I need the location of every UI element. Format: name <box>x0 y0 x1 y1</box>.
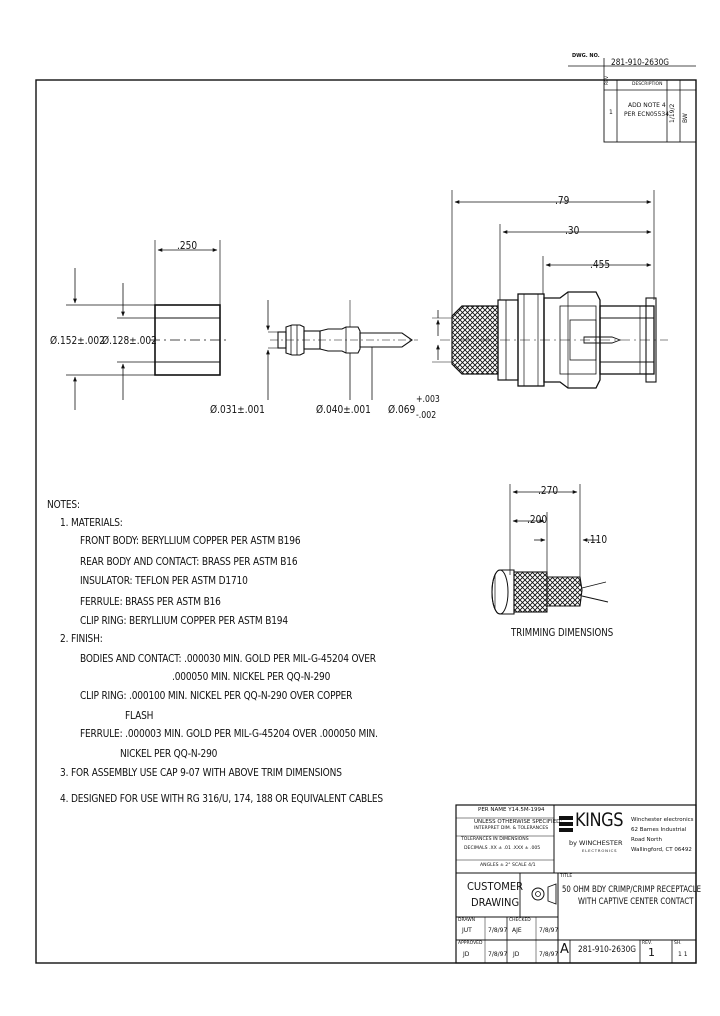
company-logo-sub2: ELECTRONICS <box>582 848 618 853</box>
kings-logo-bar <box>559 828 573 832</box>
tolerance-line: INTERPRET DIM. & TOLERANCES <box>474 826 549 831</box>
note-line: .000050 MIN. NICKEL PER QQ-N-290 <box>172 671 331 683</box>
note-line: CLIP RING: BERYLLIUM COPPER PER ASTM B19… <box>80 615 288 627</box>
dim-length-3: .455 <box>590 258 611 271</box>
company-address-line: Road North <box>631 837 662 843</box>
revision-date: 1/19/2 <box>669 103 676 123</box>
approved-label: APPROVED <box>458 941 483 946</box>
dim-length-2: .30 <box>565 224 580 237</box>
dim-trim-3: .110 <box>587 533 608 546</box>
notes-header: NOTES: <box>47 499 80 511</box>
revision-rev: 1 <box>609 109 613 116</box>
dim-trim-1: .270 <box>538 484 559 497</box>
note-line: INSULATOR: TEFLON PER ASTM D1710 <box>80 575 248 587</box>
trimming-drawing <box>491 484 609 615</box>
drawn-date: 7/8/97 <box>488 927 508 934</box>
approved2-by: JD <box>513 951 520 958</box>
dim-contact-tip: Ø.031±.001 <box>210 403 265 416</box>
note-line: BODIES AND CONTACT: .000030 MIN. GOLD PE… <box>80 653 376 665</box>
tolerance-line: ANGLES ± 2° SCALE 4/1 <box>480 863 536 868</box>
revision-description-line1: ADD NOTE 4 <box>628 102 666 109</box>
company-logo-sub: by WINCHESTER <box>569 839 623 847</box>
note-line: REAR BODY AND CONTACT: BRASS PER ASTM B1… <box>80 556 298 568</box>
trimming-title: TRIMMING DIMENSIONS <box>511 627 614 639</box>
kings-logo-bar <box>559 816 573 820</box>
sheet-number: 1 1 <box>678 951 688 958</box>
tolerance-line: DECIMALS .XX ± .01 .XXX ± .005 <box>464 846 541 851</box>
dim-ferrule-length: .250 <box>177 239 198 252</box>
note-line: 4. DESIGNED FOR USE WITH RG 316/U, 174, … <box>60 793 383 805</box>
tolerance-line: PER NAME Y14.5M-1994 <box>478 807 545 813</box>
contact-drawing <box>266 300 418 400</box>
checked-date: 7/8/97 <box>539 927 559 934</box>
drawn-label: DRAWN <box>458 918 476 923</box>
note-line: 3. FOR ASSEMBLY USE CAP 9-07 WITH ABOVE … <box>60 767 342 779</box>
approved-by: JD <box>463 951 470 958</box>
dwg-no-label: DWG. NO. <box>572 53 600 59</box>
dim-trim-2: .200 <box>527 513 548 526</box>
note-line: 1. MATERIALS: <box>60 517 123 529</box>
dim-insulator-dia: Ø.069 <box>388 403 416 416</box>
company-logo: KINGS <box>575 809 624 831</box>
checked-label: CHECKED <box>509 918 531 923</box>
customer-drawing-line1: CUSTOMER <box>467 880 523 893</box>
revision-rev-header: REV <box>605 75 610 85</box>
title-line1: 50 OHM BDY CRIMP/CRIMP RECEPTACLE <box>562 885 702 895</box>
kings-logo-bar <box>559 822 573 826</box>
note-line: FERRULE: BRASS PER ASTM B16 <box>80 596 221 608</box>
company-address-line: Wallingford, CT 06492 <box>631 847 692 853</box>
approved-date: 7/8/97 <box>488 951 508 958</box>
sheet-label: SH. <box>674 941 682 946</box>
dim-overall-length: .79 <box>555 194 570 207</box>
drawn-by: JUT <box>462 927 472 934</box>
note-line: FERRULE: .000003 MIN. GOLD PER MIL-G-452… <box>80 728 378 740</box>
checked-by: AJE <box>512 927 522 934</box>
dim-ferrule-od: Ø.152±.002 <box>50 334 105 347</box>
note-line: NICKEL PER QQ-N-290 <box>120 748 218 760</box>
dim-insulator-tol-minus: -.002 <box>416 410 437 421</box>
company-address-line: Winchester electronics <box>631 817 694 823</box>
title-label: TITLE <box>560 874 573 879</box>
revision-description-line2: PER ECN05534 <box>624 111 670 118</box>
note-line: 2. FINISH: <box>60 633 103 645</box>
title-dwg-no: 281-910-2630G <box>578 945 637 955</box>
dim-ferrule-id: Ø.128±.002 <box>102 334 157 347</box>
rev-label: REV. <box>642 941 652 946</box>
approved2-date: 7/8/97 <box>539 951 559 958</box>
dim-contact-body: Ø.040±.001 <box>316 403 371 416</box>
revision-block <box>568 58 697 143</box>
tolerance-line: TOLERANCES IN DIMENSIONS <box>461 837 529 842</box>
projection-symbol-icon <box>531 887 545 901</box>
note-line: FLASH <box>125 710 154 722</box>
title-line2: WITH CAPTIVE CENTER CONTACT <box>578 897 694 907</box>
company-address-line: 62 Barnes Industrial <box>631 827 687 833</box>
note-line: CLIP RING: .000100 MIN. NICKEL PER QQ-N-… <box>80 690 353 702</box>
note-line: FRONT BODY: BERYLLIUM COPPER PER ASTM B1… <box>80 535 301 547</box>
dim-insulator-tol-plus: +.003 <box>416 394 440 405</box>
revision-dwg-no: 281-910-2630G <box>611 58 670 68</box>
revision-approved: BW <box>682 113 689 123</box>
tolerance-line: UNLESS OTHERWISE SPECIFIED: <box>474 819 563 825</box>
ferrule-drawing <box>66 240 228 410</box>
customer-drawing-line2: DRAWING <box>471 896 520 909</box>
title-rev: 1 <box>648 946 655 959</box>
drawing-border <box>35 79 697 964</box>
size-letter: A <box>560 942 569 957</box>
revision-description-header: DESCRIPTION <box>632 82 663 87</box>
title-block-frame <box>455 804 697 964</box>
receptacle-drawing <box>432 190 668 389</box>
